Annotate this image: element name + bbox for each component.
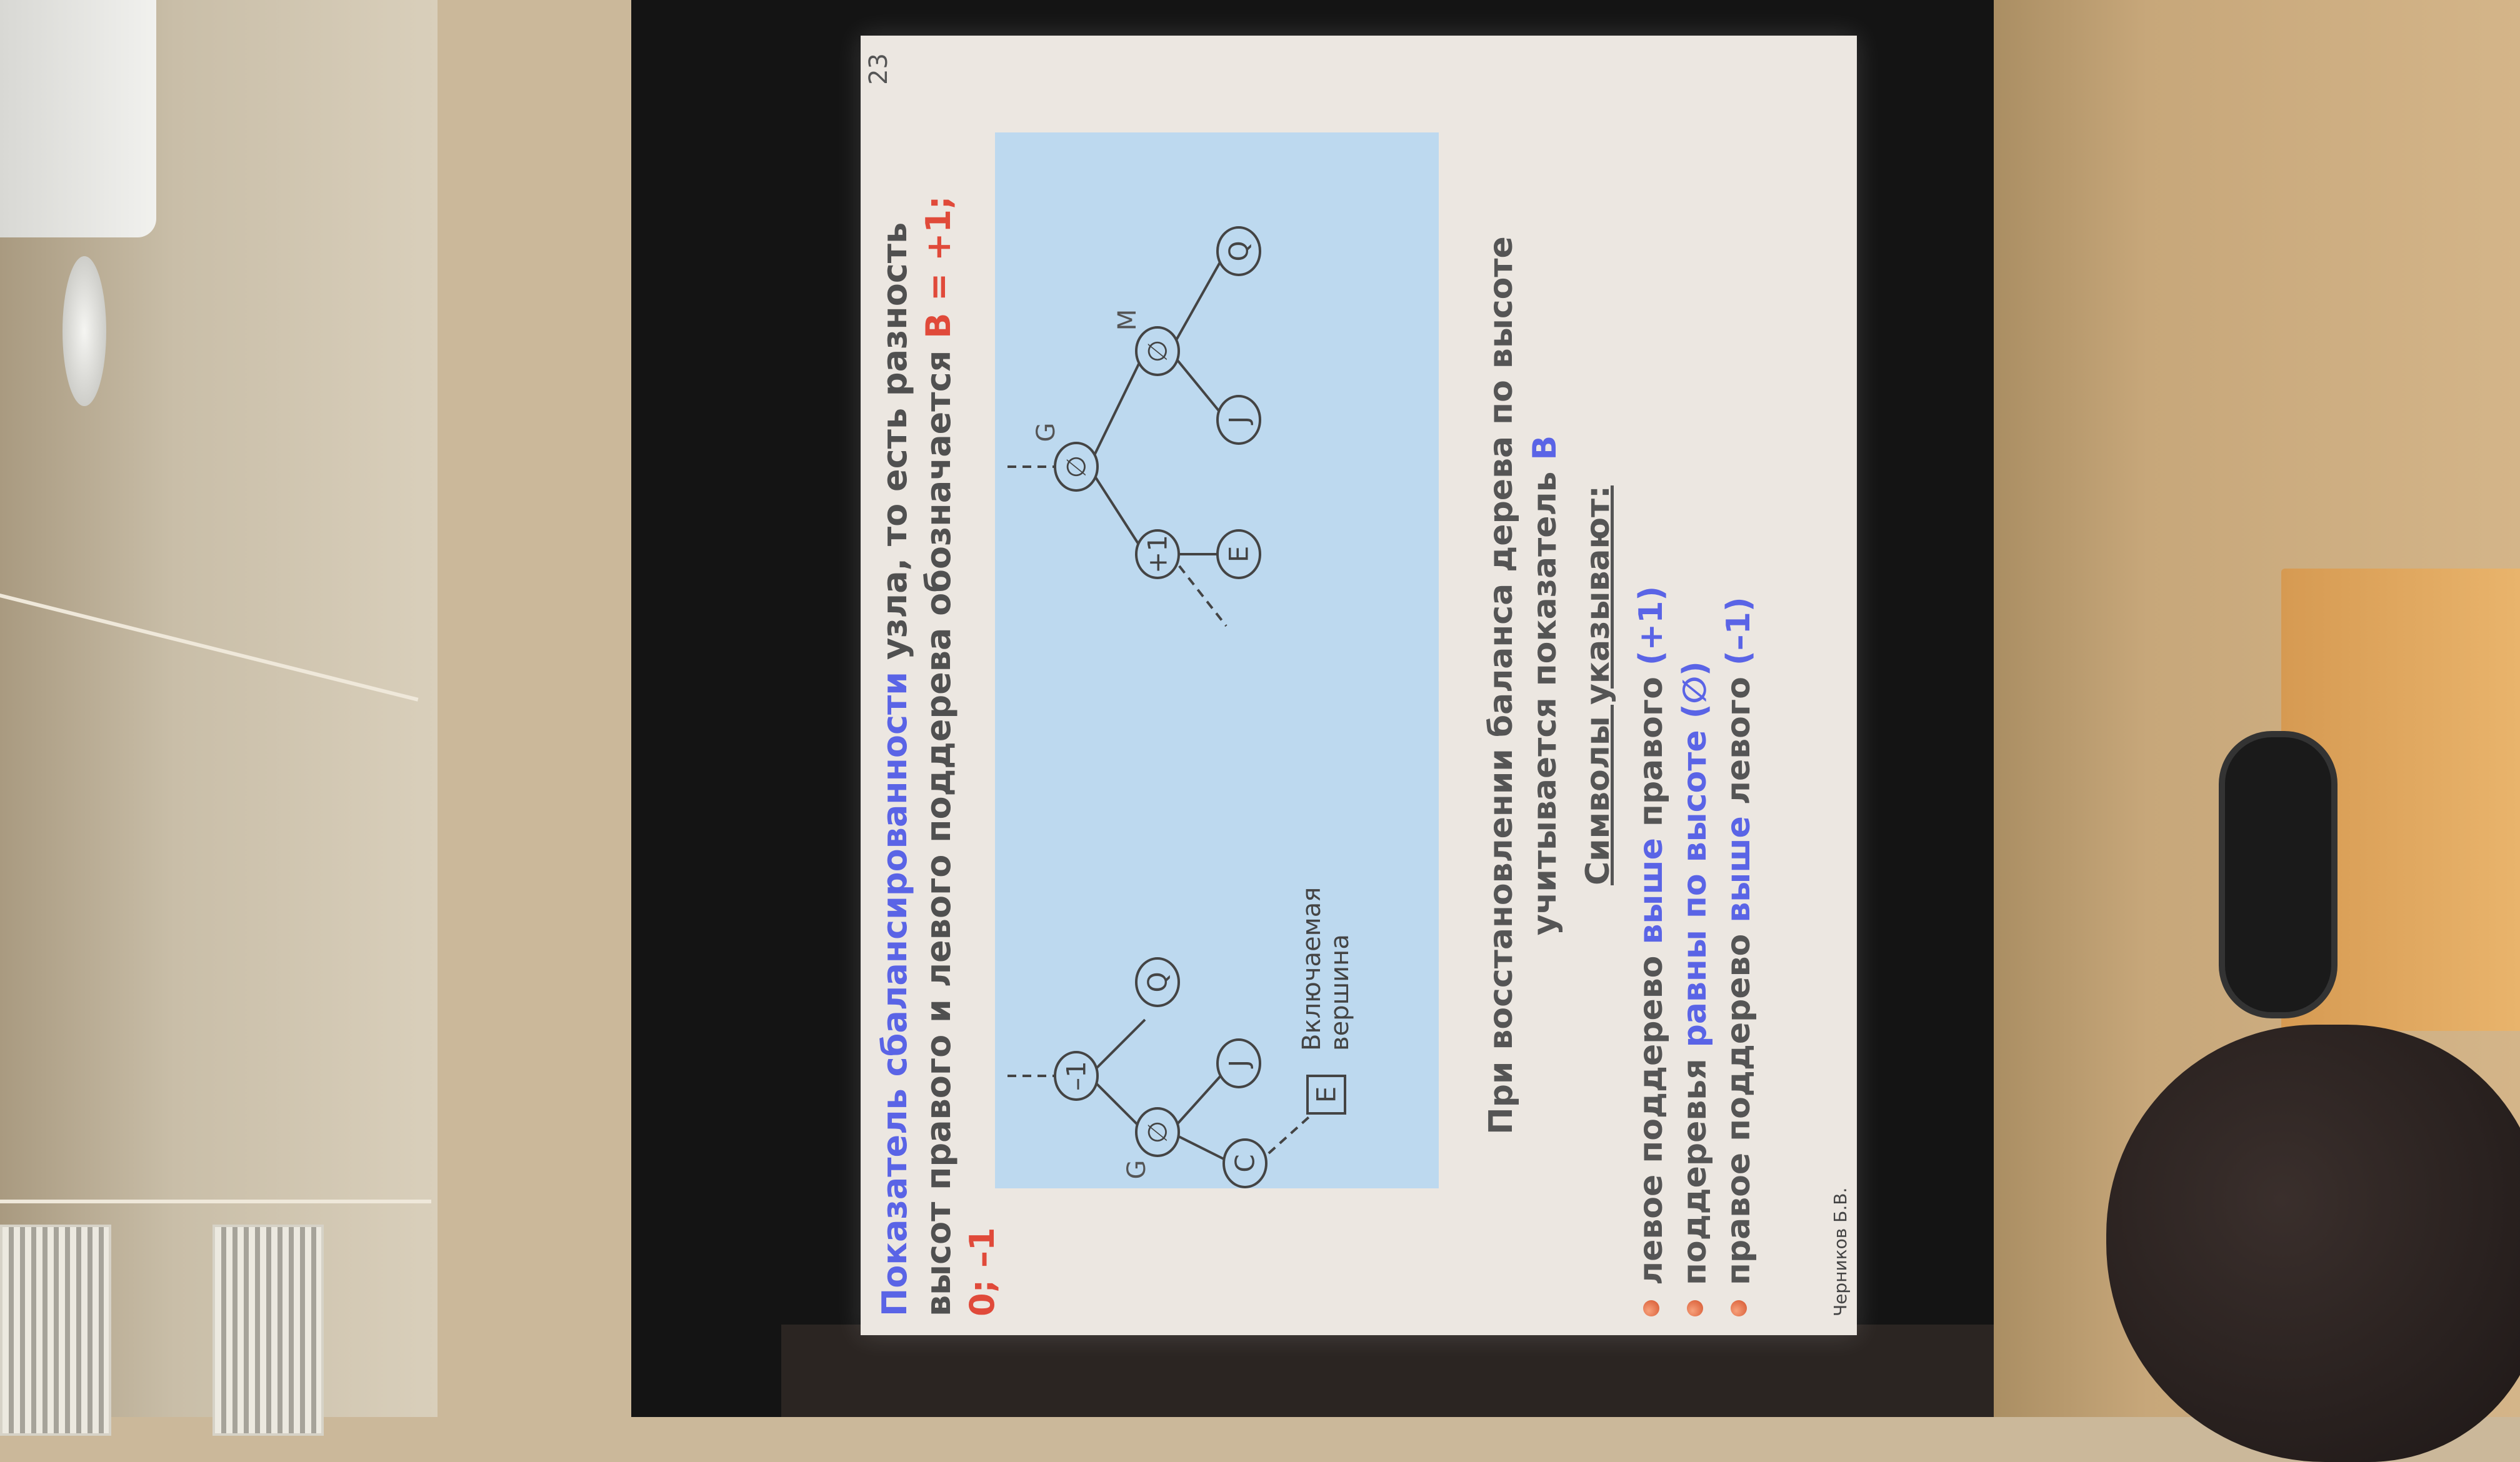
ceiling-light [0,1225,111,1436]
balance-note: При восстановлении баланса дерева по выс… [1479,36,1567,1335]
node-label: C [1230,1154,1261,1172]
ceiling-vent [62,256,106,406]
balance-note-text: учитывается показатель [1526,460,1564,936]
bullet-code: (–1) [1720,597,1758,666]
node-left-root [1054,1051,1099,1101]
edge [1088,1075,1146,1133]
edge [1169,350,1228,421]
node-label: E [1224,546,1254,563]
node-right-right-left [1216,395,1261,445]
list-item: поддеревья равны по высоте (∅) [1673,586,1717,1316]
bullet-text [1676,719,1714,730]
bullet-dot [1643,1300,1659,1316]
node-label: J [1224,416,1254,425]
insert-caption: Включаемая [1298,887,1326,1051]
node-left-right [1135,957,1180,1007]
node-name-label: G [1122,1160,1151,1180]
symbols-heading: Символы указывают: [1579,485,1617,885]
bullet-text: правое поддерево [1720,922,1758,1285]
edge-dashed [1169,553,1228,627]
air-conditioner [0,0,156,237]
bullet-code: (∅) [1676,661,1714,719]
insert-caption: вершина [1326,934,1354,1051]
bullet-highlight: выше [1720,816,1758,923]
page-number: 23 [864,53,893,85]
node-label: –1 [1061,1061,1092,1091]
edge [1088,1018,1146,1077]
node-name-label: M [1113,309,1142,331]
edge [1088,351,1146,467]
node-label: ∅ [1142,1121,1173,1144]
node-left-left-left [1222,1138,1268,1188]
node-label: ∅ [1061,455,1092,479]
node-label: Q [1224,241,1254,261]
node-label: Q [1142,972,1173,992]
tree-diagram: –1 ∅ Q C J E G Включаемая вершина ∅ +1 ∅… [995,132,1439,1188]
node-right-right-right [1216,226,1261,276]
node-name-label: G [1032,423,1061,442]
node-right-left-child [1216,529,1261,579]
node-left-left [1135,1107,1180,1157]
balance-note-line1: При восстановлении баланса дерева по выс… [1482,236,1520,1135]
bullet-dot [1731,1300,1747,1316]
node-label: J [1224,1060,1254,1069]
tree-diagram-svg: –1 ∅ Q C J E G Включаемая вершина ∅ +1 ∅… [1008,226,1354,1188]
balance-note-line2: учитывается показатель B [1523,36,1567,1335]
symbols-list: левое поддерево выше правого (+1) поддер… [1629,586,1761,1316]
bullet-text: левое поддерево [1632,944,1670,1285]
slide-author: Черников Б.В. [1830,1187,1851,1316]
node-label: +1 [1142,535,1173,574]
list-item: правое поддерево выше левого (–1) [1717,586,1761,1316]
edge [1169,251,1228,352]
edge [1169,1131,1233,1165]
list-item: левое поддерево выше правого (+1) [1629,586,1673,1316]
bullet-code: (+1) [1632,585,1670,666]
edge-insert-dashed [1256,1106,1321,1165]
bullet-text: левого [1720,665,1758,817]
node-inserted [1306,1075,1346,1115]
screen-lower-area [781,1325,1994,1417]
node-label: E [1311,1087,1342,1103]
bullet-highlight: выше [1632,838,1670,945]
audience-head [2106,1025,2520,1462]
title-term: Показатель сбалансированности [875,671,914,1316]
ceiling-panel-seam [0,1200,431,1203]
node-label: ∅ [1142,340,1173,363]
bullet-text: поддеревья [1676,1047,1714,1285]
bullet-highlight: равны по высоте [1676,730,1714,1048]
balance-note-symbol: B [1526,435,1564,460]
edge [1169,1068,1228,1133]
bullet-text: правого [1632,665,1670,838]
edge [1088,465,1146,555]
slide-title: Показатель сбалансированности узла, то е… [873,154,1004,1317]
node-right-right [1135,326,1180,376]
slide: Показатель сбалансированности узла, то е… [861,36,1857,1335]
bullet-dot [1687,1300,1703,1316]
node-left-left-right [1216,1038,1261,1088]
node-right-left [1135,529,1180,579]
ceiling-light [212,1225,324,1436]
chair [2219,731,2338,1018]
node-right-root [1054,442,1099,492]
